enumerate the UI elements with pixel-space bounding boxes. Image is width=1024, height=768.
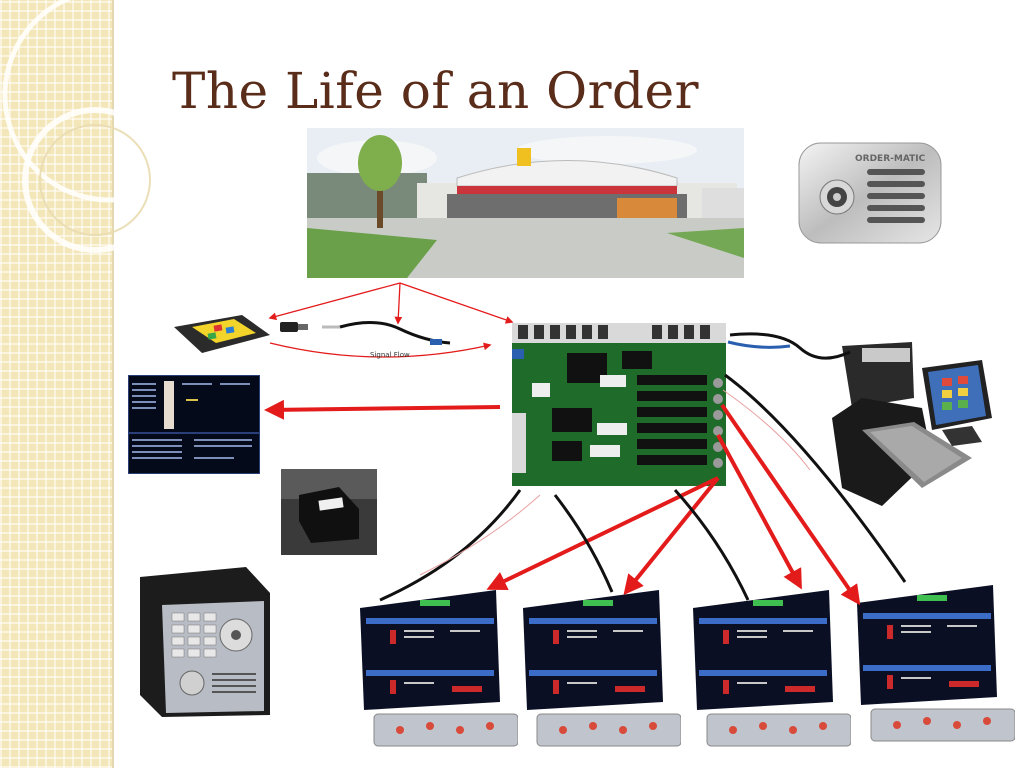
order-matic-speaker: ORDER-MATIC bbox=[795, 137, 945, 249]
slide-title: The Life of an Order bbox=[172, 62, 700, 120]
kitchen-display-4 bbox=[857, 580, 1015, 755]
signal-flow-label: Signal Flow bbox=[370, 351, 410, 359]
keypad-terminal bbox=[136, 565, 274, 720]
drive-in-photo bbox=[307, 128, 744, 278]
decorative-rings bbox=[2, 0, 180, 253]
bump-button-photo bbox=[281, 469, 377, 555]
serial-cable bbox=[280, 321, 451, 345]
order-monitor-screen bbox=[128, 375, 260, 474]
kitchen-display-3 bbox=[693, 590, 851, 755]
kitchen-display-1 bbox=[360, 590, 518, 755]
kitchen-display-2 bbox=[523, 590, 681, 755]
controller-circuit-board bbox=[512, 323, 726, 486]
decorative-side-strip bbox=[0, 0, 112, 768]
side-divider bbox=[112, 0, 114, 768]
svg-text:ORDER-MATIC: ORDER-MATIC bbox=[855, 154, 926, 164]
order-pad-device bbox=[172, 305, 272, 355]
pos-terminal bbox=[822, 338, 997, 510]
